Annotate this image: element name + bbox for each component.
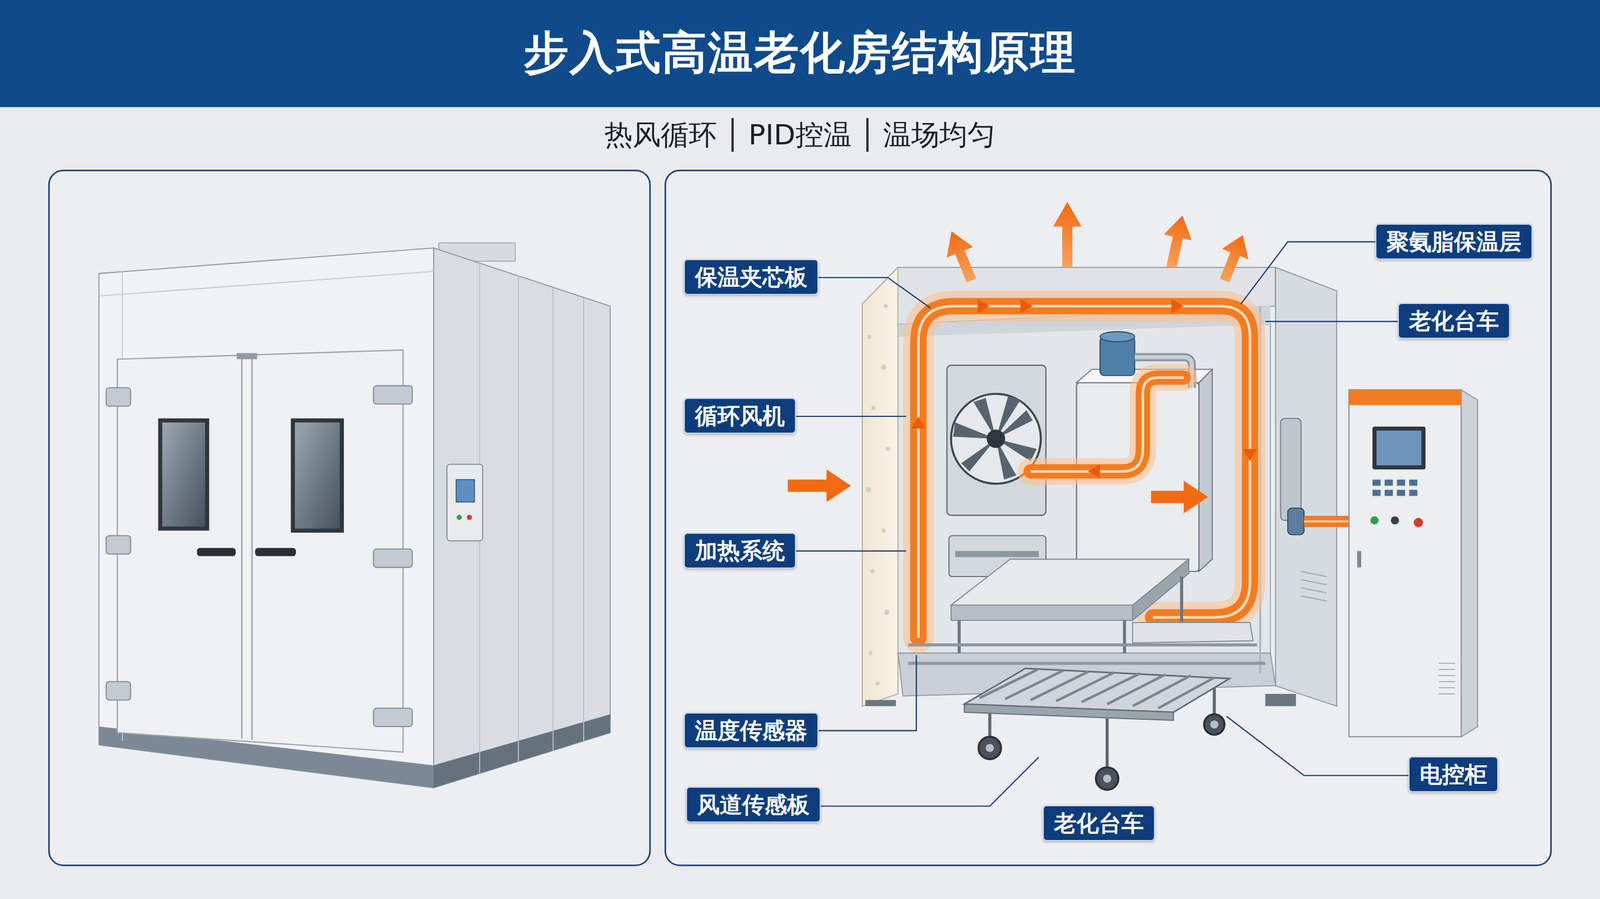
subtitle-keyword: 热风循环 — [604, 117, 717, 152]
callout-label: 循环风机 — [683, 397, 797, 434]
label-text: 保温夹芯板 — [694, 263, 808, 291]
callout-label: 聚氨脂保温层 — [1375, 223, 1533, 260]
label-text: 电控柜 — [1419, 760, 1488, 788]
label-text: 加热系统 — [694, 537, 785, 565]
callout-label: 电控柜 — [1408, 756, 1499, 793]
label-text: 老化台车 — [1408, 307, 1499, 335]
label-text: 老化台车 — [1053, 809, 1144, 837]
subtitle-keyword: 温场均匀 — [866, 117, 996, 152]
label-text: 温度传感器 — [694, 716, 808, 744]
callout-label: 老化台车 — [1397, 302, 1511, 339]
callout-label: 老化台车 — [1042, 805, 1156, 842]
callout-label: 风道传感板 — [685, 786, 821, 823]
label-text: 循环风机 — [694, 402, 785, 430]
callout-label: 加热系统 — [683, 532, 797, 569]
room-cutaway — [785, 202, 1478, 807]
title-band-text: 步入式高温老化房结构原理 — [0, 0, 1600, 107]
title: 步入式高温老化房结构原理 — [523, 23, 1077, 84]
label-text: 风道传感板 — [697, 791, 810, 818]
subtitle-keyword: PID控温 — [731, 117, 852, 152]
label-text: 聚氨脂保温层 — [1386, 228, 1522, 256]
callout-label: 温度传感器 — [683, 712, 819, 749]
callout-label: 保温夹芯板 — [683, 258, 819, 295]
left-panel — [48, 170, 650, 866]
title-band — [0, 0, 1600, 108]
room-exterior — [98, 242, 611, 788]
subtitle-row: 热风循环 PID控温温场均匀 — [0, 115, 1600, 155]
right-panel — [665, 170, 1552, 866]
